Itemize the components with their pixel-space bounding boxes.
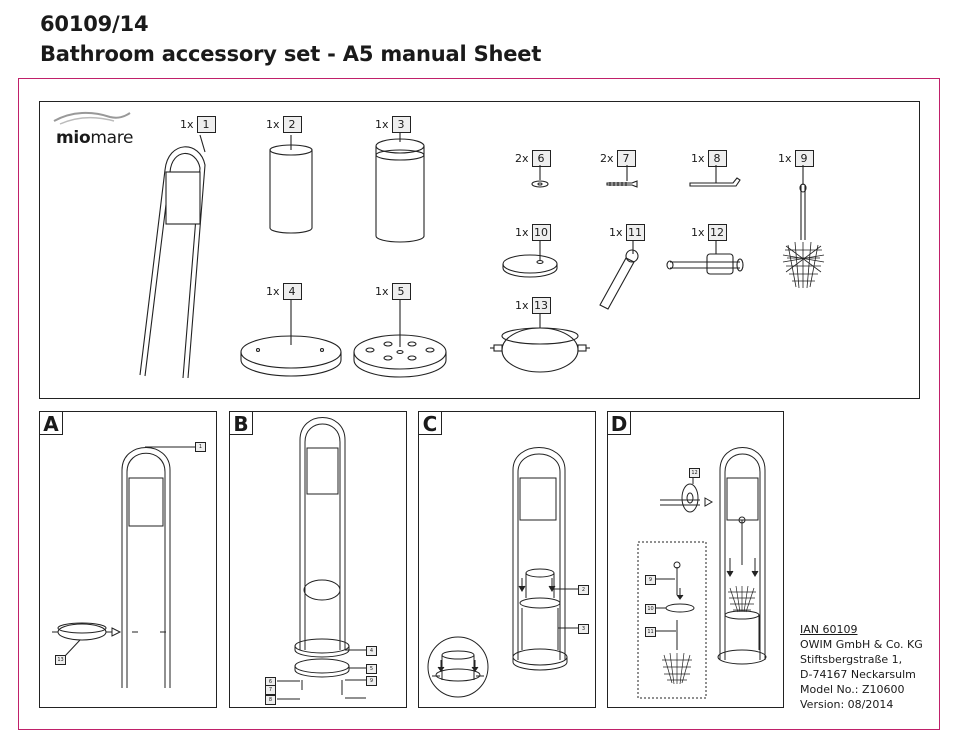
company-name: OWIM GmbH & Co. KG xyxy=(800,638,923,651)
step-d-tag-11: 11 xyxy=(645,627,656,637)
step-c-tag-3: 3 xyxy=(578,624,589,634)
step-b-tag-8: 8 xyxy=(265,695,276,705)
step-d-tag-9: 9 xyxy=(645,575,656,585)
step-b-tag-9: 9 xyxy=(366,676,377,686)
company-city: D-74167 Neckarsulm xyxy=(800,668,916,681)
step-c-tag-2: 2 xyxy=(578,585,589,595)
step-d-panel: D xyxy=(607,411,784,708)
step-d-tag-12: 12 xyxy=(689,468,700,478)
step-a-tag-1: 1 xyxy=(195,442,206,452)
step-b-tag-5: 5 xyxy=(366,664,377,674)
ian-number: IAN 60109 xyxy=(800,623,858,636)
step-d-letter: D xyxy=(607,411,631,436)
manufacturer-info: IAN 60109 OWIM GmbH & Co. KG Stiftsbergs… xyxy=(800,622,923,712)
sheet-frame xyxy=(18,78,940,730)
step-a-panel: A xyxy=(39,411,217,708)
step-a-letter: A xyxy=(39,411,63,436)
step-b-letter: B xyxy=(229,411,253,436)
step-c-letter: C xyxy=(418,411,442,436)
article-number: 60109/14 xyxy=(40,12,149,36)
logo-wave-icon xyxy=(53,111,131,125)
parts-panel xyxy=(39,101,920,399)
step-d-tag-10: 10 xyxy=(645,604,656,614)
step-b-panel: B xyxy=(229,411,407,708)
step-c-panel: C xyxy=(418,411,596,708)
sheet-title: Bathroom accessory set - A5 manual Sheet xyxy=(40,42,542,66)
step-b-tag-4: 4 xyxy=(366,646,377,656)
version: Version: 08/2014 xyxy=(800,698,894,711)
step-a-tag-13: 13 xyxy=(55,655,66,665)
brand-logo: miomare xyxy=(56,128,134,148)
model-number: Model No.: Z10600 xyxy=(800,683,905,696)
step-b-tag-7: 7 xyxy=(265,685,276,695)
company-street: Stiftsbergstraße 1, xyxy=(800,653,903,666)
